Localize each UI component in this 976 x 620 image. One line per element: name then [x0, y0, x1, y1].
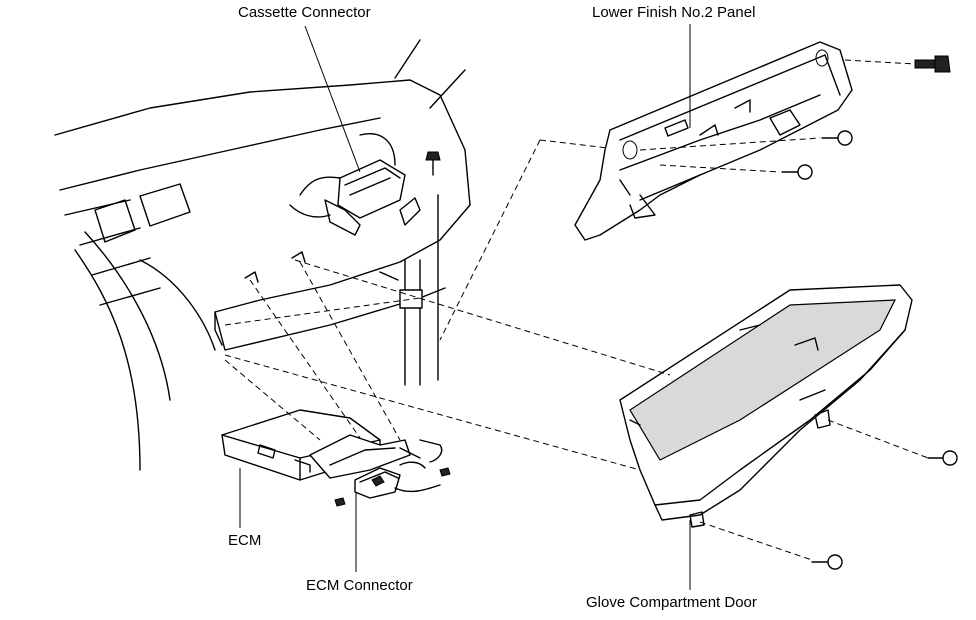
- screw-panel-mid: [821, 130, 853, 146]
- screw-door-right: [927, 450, 958, 466]
- leader-lines: [239, 24, 691, 590]
- cassette-connector-label: Cassette Connector: [238, 4, 371, 21]
- lower-finish-panel-part: [574, 41, 853, 241]
- ecm-connector-label: ECM Connector: [306, 577, 413, 594]
- lower-finish-panel-label: Lower Finish No.2 Panel: [592, 4, 756, 21]
- glove-compartment-door-label: Glove Compartment Door: [586, 594, 757, 611]
- ecm-connector-part: [334, 461, 451, 507]
- screw-panel-low: [781, 164, 813, 180]
- ecm-part: [221, 409, 443, 481]
- cassette-connector-part: [289, 133, 441, 236]
- ecm-label: ECM: [228, 532, 262, 549]
- instrument-panel: [54, 39, 471, 471]
- screw-top-right: [914, 55, 951, 73]
- alignment-lines: [224, 59, 929, 561]
- screw-door-bottom: [811, 554, 843, 570]
- glove-compartment-door-part: [619, 284, 913, 528]
